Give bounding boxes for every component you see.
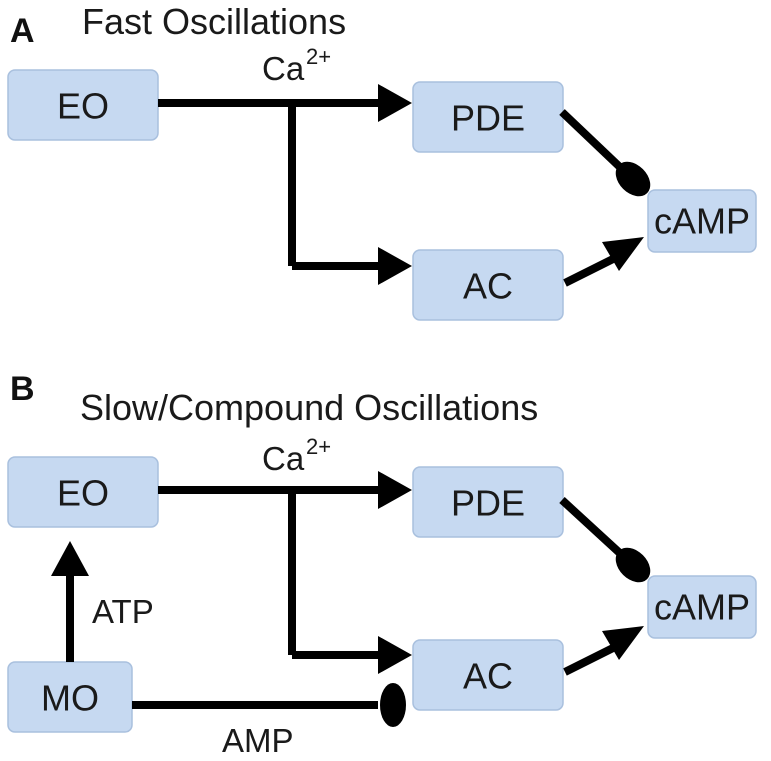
ac-box [412,249,564,321]
arrow-to-pde-icon [378,471,412,509]
panel-b: B Slow/Compound Oscillations EO PDE AC c… [7,370,757,759]
ac-activate-line [563,643,617,676]
arrow-to-eo-icon [51,541,89,576]
eo-label: EO [57,473,109,514]
pde-label: PDE [451,483,525,524]
ca-superscript: 2+ [306,434,331,459]
panel-b-title: Slow/Compound Oscillations [80,387,538,428]
mo-label: MO [41,678,99,719]
ca-base: Ca [262,50,305,87]
camp-label: cAMP [654,201,750,242]
camp-label: cAMP [654,587,750,628]
node-camp-a: cAMP [647,189,757,253]
node-camp-b: cAMP [647,575,757,639]
inhibition-cap-icon [615,547,651,583]
amp-label: AMP [222,722,294,759]
ca-label: Ca [262,50,305,87]
camp-box [647,575,757,639]
arrow-to-ac-icon [378,247,412,285]
atp-label: ATP [92,593,154,630]
node-ac-a: AC [412,249,564,321]
arrow-to-pde-icon [378,84,412,122]
inhibition-cap-icon [615,161,651,197]
node-pde-b: PDE [412,466,564,538]
node-mo-b: MO [7,661,133,733]
ca-base: Ca [262,440,305,477]
node-eo-b: EO [7,456,159,528]
panel-a-letter: A [10,12,35,50]
panel-b-letter: B [10,370,35,408]
camp-box [647,189,757,253]
node-pde-a: PDE [412,81,564,153]
node-ac-b: AC [412,639,564,711]
arrow-to-camp-icon [602,237,644,271]
ca-superscript: 2+ [306,44,331,69]
ca-label: Ca [262,440,305,477]
ac-box [412,639,564,711]
ac-label: AC [463,266,513,307]
pde-inhibit-line [559,497,626,559]
pde-inhibit-line [559,109,626,173]
panel-a: A Fast Oscillations EO PDE AC cAMP Ca 2+ [7,1,757,321]
pde-label: PDE [451,98,525,139]
arrow-to-camp-icon [602,626,644,660]
ac-label: AC [463,656,513,697]
node-eo-a: EO [7,69,159,141]
inhibition-cap-icon [380,683,406,727]
panel-a-title: Fast Oscillations [82,1,346,42]
arrow-to-ac-icon [378,636,412,674]
eo-label: EO [57,86,109,127]
ac-activate-line [563,254,617,287]
